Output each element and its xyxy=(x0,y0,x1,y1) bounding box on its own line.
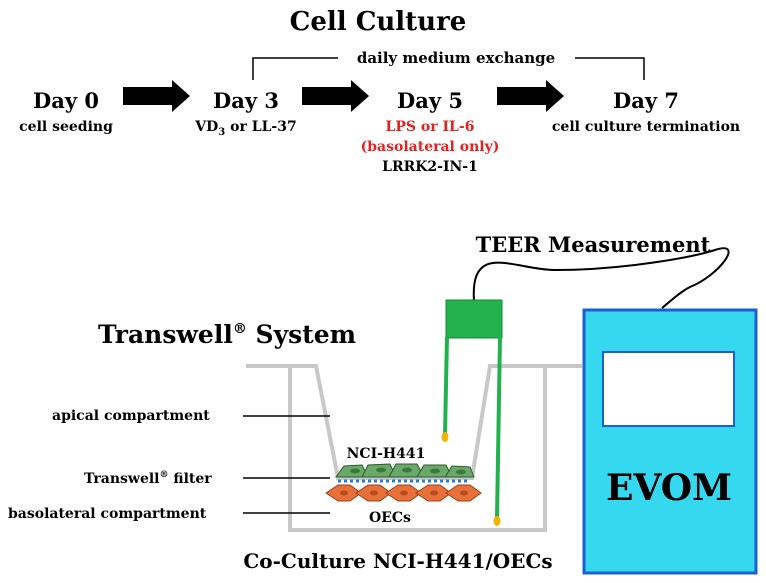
day-3-note-subscript: 3 xyxy=(218,127,225,138)
basolateral-compartment-label: basolateral compartment xyxy=(8,506,207,522)
timeline-arrow-1 xyxy=(123,80,190,112)
day-5-inhibitor: LRRK2-IN-1 xyxy=(382,159,478,175)
outer-well xyxy=(246,364,582,532)
oec-cell-layer xyxy=(325,484,482,502)
electrode-prong-short xyxy=(443,336,449,435)
nci-h441-label: NCI-H441 xyxy=(347,446,426,462)
co-culture-caption: Co-Culture NCI-H441/OECs xyxy=(243,549,552,573)
teer-label: TEER Measurement xyxy=(476,232,711,257)
transwell-title-suffix: System xyxy=(247,320,356,349)
medium-exchange-bracket xyxy=(252,57,645,80)
electrode-tip-long xyxy=(493,516,501,526)
day-0-note: cell seeding xyxy=(19,119,113,135)
day-5-treatment: LPS or IL-6 xyxy=(386,119,475,135)
electrode-tip-short xyxy=(441,432,449,442)
timeline-title: Cell Culture xyxy=(290,7,467,37)
day-3-note-part-2: or LL-37 xyxy=(225,119,296,135)
apical-compartment-label: apical compartment xyxy=(52,408,210,424)
evom-display xyxy=(602,351,735,427)
filter-label: Transwell® filter xyxy=(84,470,212,487)
timeline-arrow-2 xyxy=(302,80,369,112)
day-3-note: VD3 or LL-37 xyxy=(194,119,296,138)
day-7-note: cell culture termination xyxy=(552,119,740,135)
nci-h441-cell-layer xyxy=(335,463,475,478)
registered-mark: ® xyxy=(233,321,247,337)
evom-label: EVOM xyxy=(606,467,732,509)
day-3-label: Day 3 xyxy=(213,88,279,113)
filter-registered-mark: ® xyxy=(160,470,169,480)
day-5-basolateral-note: (basolateral only) xyxy=(361,139,500,155)
teer-cable xyxy=(472,247,730,309)
day-7-label: Day 7 xyxy=(613,88,679,113)
oecs-label: OECs xyxy=(369,510,411,526)
day-3-note-part-1: VD xyxy=(194,119,218,135)
evom-device xyxy=(582,308,758,575)
filter-label-text: Transwell xyxy=(84,471,160,487)
electrode-head xyxy=(445,299,503,339)
timeline-arrow-3 xyxy=(497,80,564,112)
electrode-prong-long xyxy=(495,336,502,519)
filter-label-suffix: filter xyxy=(169,471,213,487)
transwell-title: Transwell® System xyxy=(98,320,356,349)
transwell-title-text: Transwell xyxy=(98,320,233,349)
day-0-label: Day 0 xyxy=(33,88,99,113)
medium-exchange-label: daily medium exchange xyxy=(357,49,555,67)
day-5-label: Day 5 xyxy=(397,88,463,113)
